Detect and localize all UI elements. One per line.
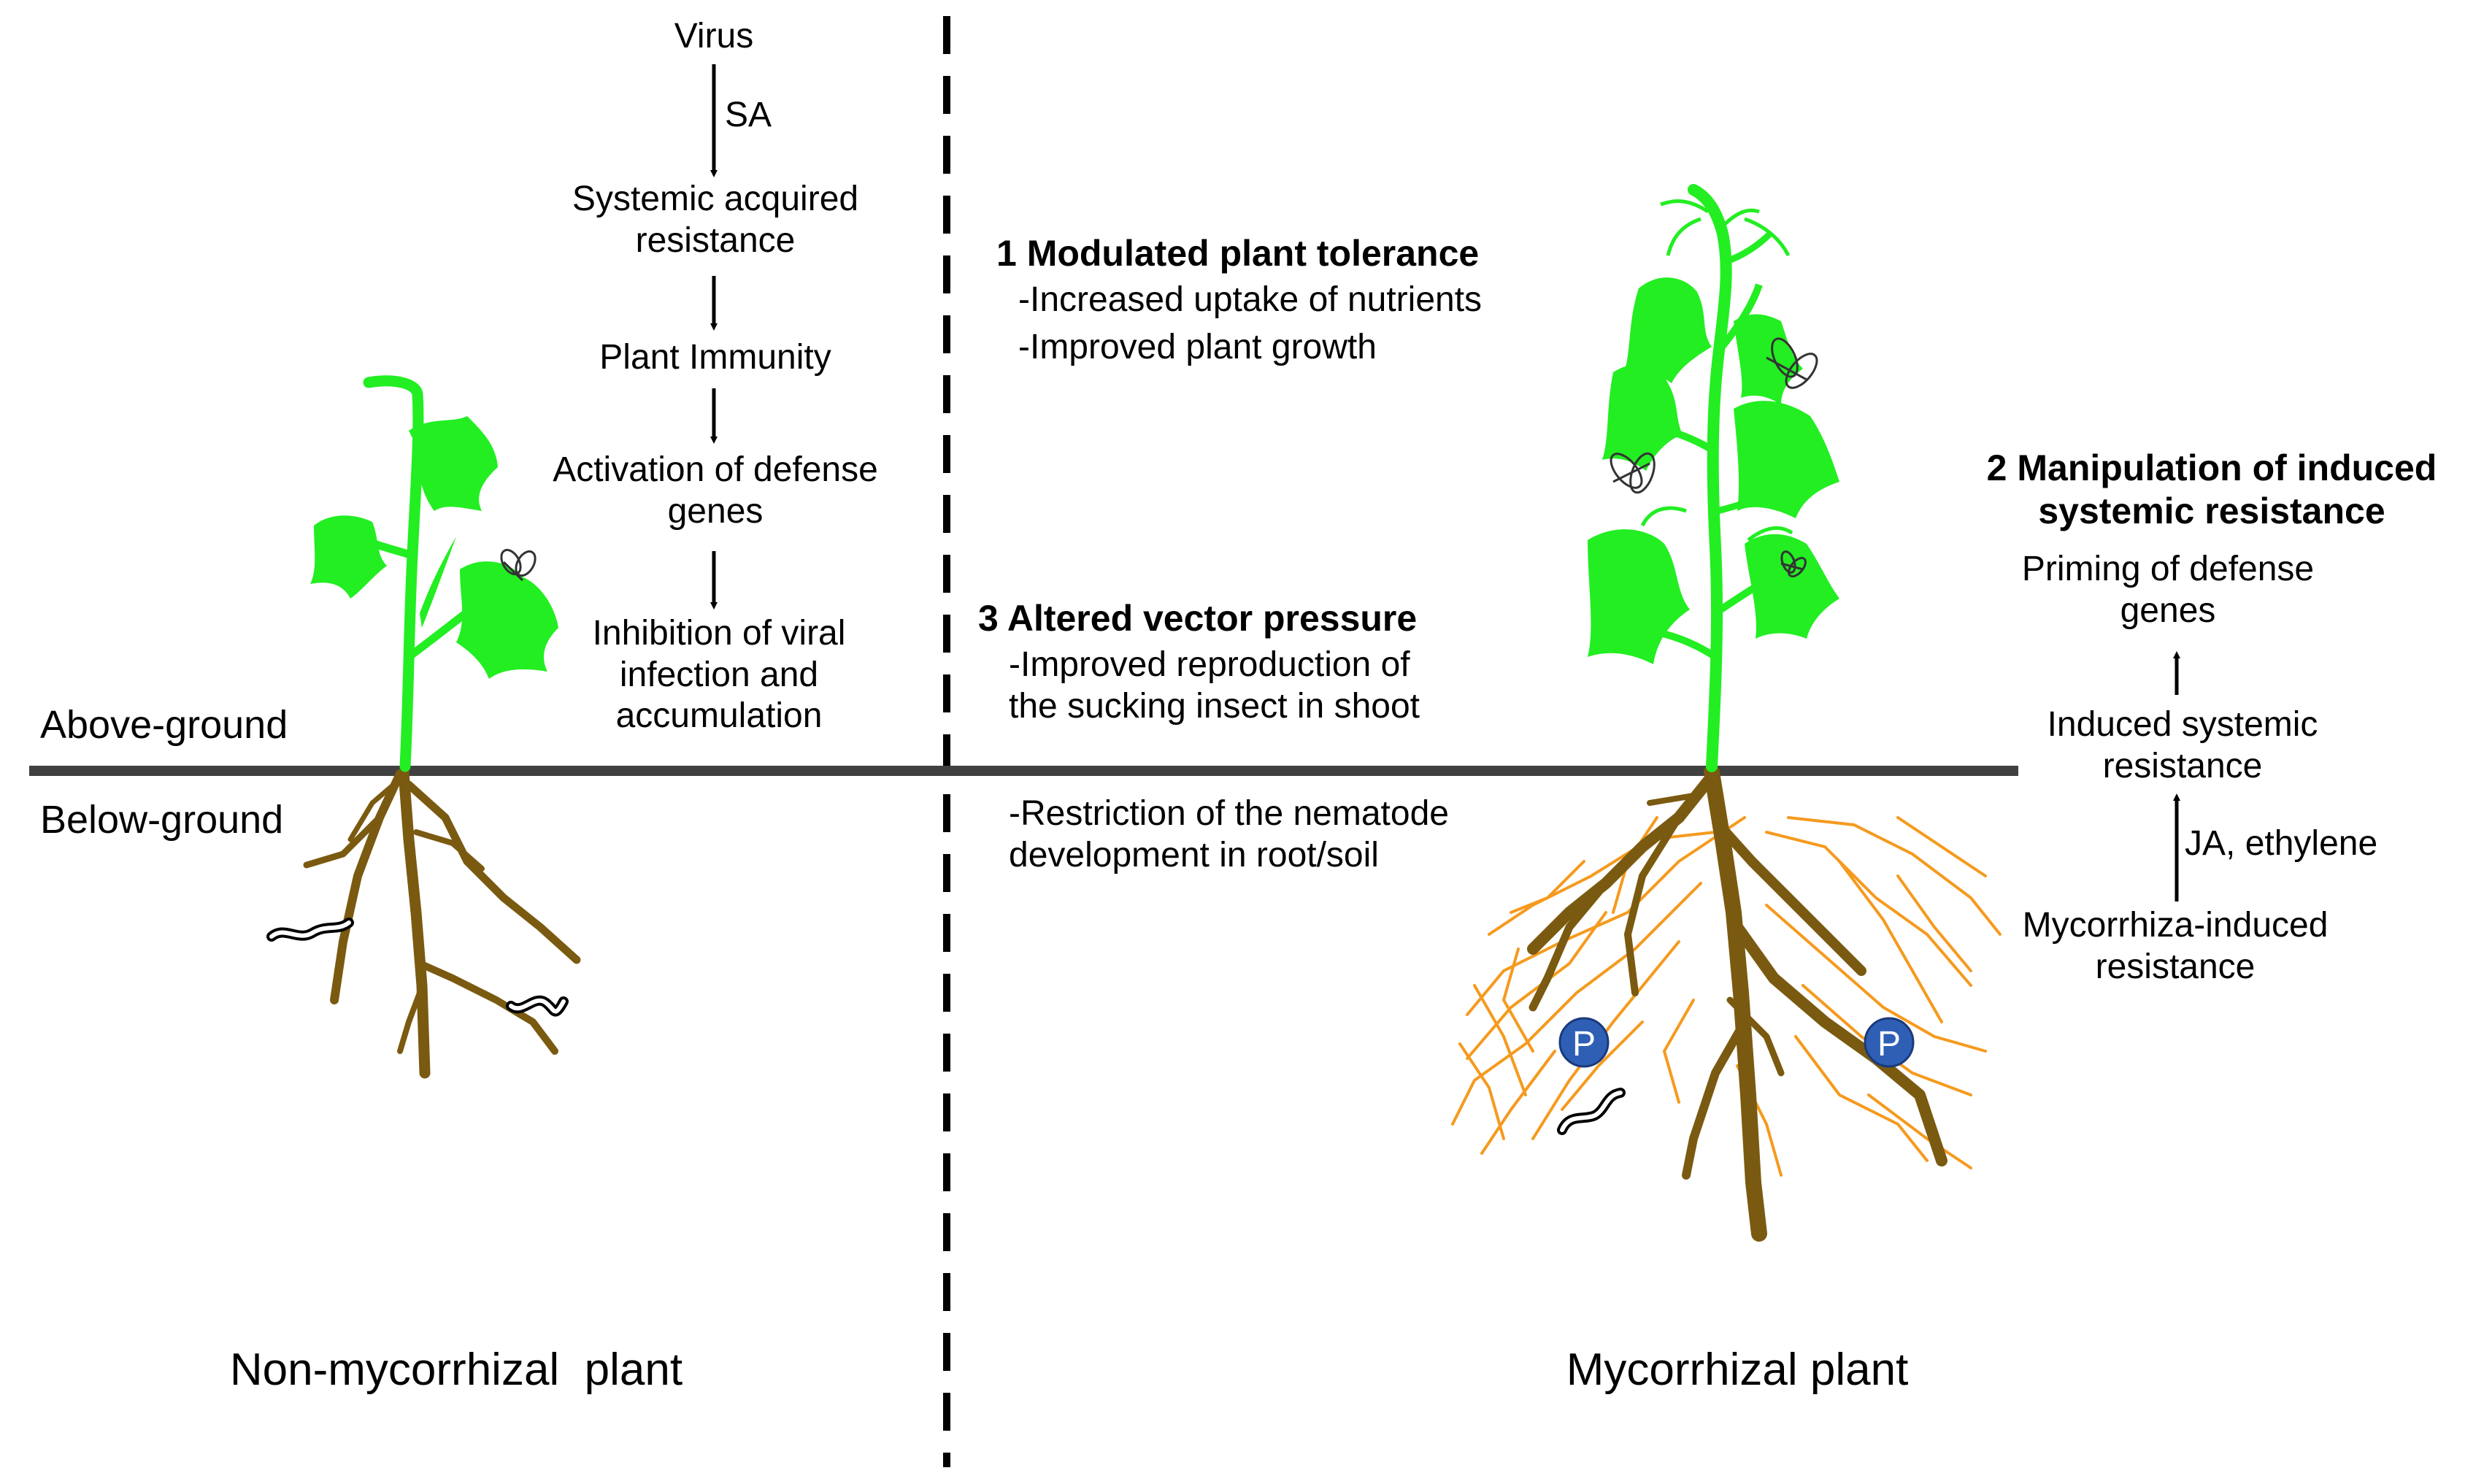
label-above-ground: Above-ground <box>40 703 288 747</box>
caption-non-mycorrhizal-plant: Non-mycorrhizal plant <box>229 1345 683 1395</box>
item3-title: 3 Altered vector pressure <box>978 598 1418 639</box>
label-ja-ethylene: JA, ethylene <box>2185 824 2378 863</box>
label-below-ground: Below-ground <box>40 798 284 842</box>
insect-icon <box>1780 550 1807 578</box>
right-plant-leaf-1 <box>1624 277 1712 383</box>
item2-title: 2 Manipulation of induced systemic resis… <box>1986 447 2437 531</box>
right-plant-leaf-5 <box>1588 529 1690 664</box>
label-systemic-acquired-resistance: Systemic acquired resistance <box>572 180 859 260</box>
right-plant-leaf-3 <box>1602 364 1683 471</box>
label-sa: SA <box>725 96 772 134</box>
svg-text:P: P <box>1572 1025 1596 1064</box>
item1-line2: -Improved plant growth <box>1018 328 1377 366</box>
left-plant-shoot <box>310 375 558 772</box>
svg-text:P: P <box>1877 1025 1901 1064</box>
phosphate-icon: P <box>1558 1017 1610 1068</box>
item1-title: 1 Modulated plant tolerance <box>996 233 1480 274</box>
insect-icon <box>500 548 537 582</box>
phosphate-icon: P <box>1864 1017 1915 1068</box>
caption-mycorrhizal-plant: Mycorrhizal plant <box>1566 1345 1909 1395</box>
left-plant-leaf-3 <box>456 561 558 679</box>
right-plant-leaf-6 <box>1745 534 1839 639</box>
non-mycorrhizal-plant <box>266 375 581 1079</box>
left-plant-leaf-1 <box>409 416 498 511</box>
label-mycorrhiza-induced-resistance: Mycorrhiza-induced resistance <box>2022 906 2329 986</box>
label-priming-of-defense-genes: Priming of defense genes <box>2021 550 2315 630</box>
label-activation-of-defense-genes: Activation of defense genes <box>553 450 878 531</box>
mycorrhizal-plant: P P <box>1451 184 2002 1242</box>
label-inhibition-of-viral-infection: Inhibition of viral infection and accumu… <box>592 614 846 736</box>
right-plant-shoot <box>1588 184 1839 772</box>
right-plant-leaf-4 <box>1734 401 1839 518</box>
label-plant-immunity: Plant Immunity <box>599 338 831 377</box>
left-plant-roots <box>303 766 581 1079</box>
item1-line1: -Increased uptake of nutrients <box>1018 280 1483 319</box>
right-plant-roots <box>1527 764 1947 1242</box>
label-virus: Virus <box>674 17 754 55</box>
insect-icon <box>1766 337 1818 389</box>
label-induced-systemic-resistance: Induced systemic resistance <box>2047 705 2318 785</box>
left-plant-leaf-2 <box>310 515 387 599</box>
item3-line2: -Restriction of the nematode development… <box>1009 794 1449 874</box>
item3-line1: -Improved reproduction of the sucking in… <box>1009 645 1420 726</box>
insect-icon <box>1610 452 1656 494</box>
